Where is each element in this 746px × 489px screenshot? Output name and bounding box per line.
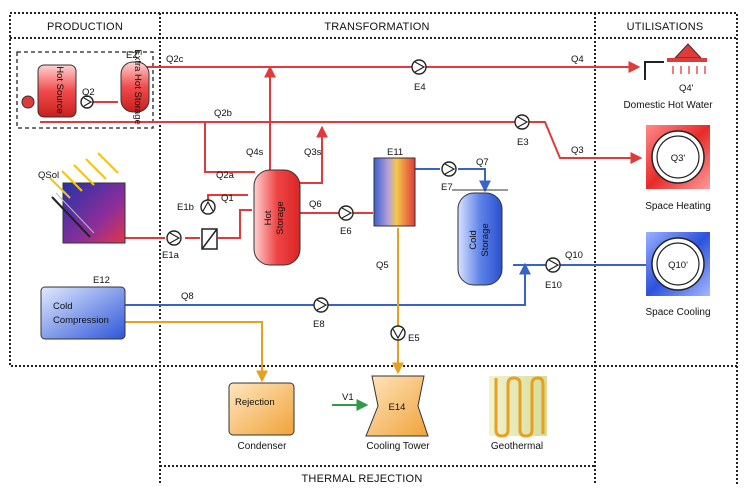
flow-label-q2: Q2 (82, 87, 95, 98)
flow-label-q3s: Q3s (304, 147, 322, 158)
e2-label: E2 (126, 50, 138, 61)
domestic-hot-water-caption: Domestic Hot Water (623, 100, 713, 111)
hot-storage-label-1: Hot (263, 210, 274, 225)
flow-label-q5: Q5 (376, 260, 389, 271)
heat-exchanger-e11 (373, 157, 416, 227)
production-subsystem-box (16, 51, 154, 129)
flow-label-q4: Q4 (571, 54, 584, 65)
section-title-transformation: TRANSFORMATION (324, 21, 429, 33)
cold-storage: Cold Storage (452, 189, 508, 286)
flow-label-q3: Q3 (571, 145, 584, 156)
cold-compression-label-1: Cold (53, 301, 73, 312)
section-title-utilisations: UTILISATIONS (627, 21, 704, 33)
cold-storage-label-2: Storage (480, 223, 491, 256)
pump-label-e5: E5 (408, 333, 420, 344)
rejection-label: Rejection (235, 397, 275, 408)
pump-e1a (166, 230, 182, 246)
hot-storage: Hot Storage (253, 169, 301, 266)
flow-label-q2a: Q2a (216, 170, 235, 181)
valve-e1 (201, 228, 218, 250)
flow-label-q8: Q8 (181, 291, 194, 302)
solar-collector (49, 152, 126, 244)
pump-e1b (200, 199, 216, 215)
flow-label-v1: V1 (342, 392, 354, 403)
section-title-thermal-rejection: THERMAL REJECTION (302, 473, 423, 485)
hot-source: Hot Source (21, 64, 77, 118)
flow-label-q2c: Q2c (166, 54, 184, 65)
cold-storage-label-1: Cold (468, 230, 479, 250)
section-title-production: PRODUCTION (47, 21, 123, 33)
pump-e8 (313, 297, 329, 313)
pump-label-e7: E7 (441, 182, 453, 193)
extra-hot-storage-label: Extra Hot Storage (132, 49, 143, 125)
geothermal-caption: Geothermal (491, 441, 543, 452)
flow-label-q2b: Q2b (214, 108, 232, 119)
space-heating-tile: Q3' (646, 125, 710, 189)
pump-label-e4: E4 (414, 82, 426, 93)
pump-label-e10: E10 (545, 280, 562, 291)
flow-label-q10: Q10 (565, 250, 583, 261)
pump-label-e3: E3 (517, 137, 529, 148)
pump-label-e8: E8 (313, 319, 325, 330)
rejection-pipes (125, 228, 404, 383)
cold-compression-label-2: Compression (53, 315, 109, 326)
flow-label-q6: Q6 (309, 199, 322, 210)
space-cooling-caption: Space Cooling (645, 307, 710, 318)
pump-e10 (545, 257, 561, 273)
condenser-caption: Condenser (238, 441, 288, 452)
domestic-hot-water-icon (644, 43, 707, 80)
pump-e3 (514, 114, 530, 130)
q4-prime-label: Q4' (679, 83, 694, 94)
cooling-tower: E14 (365, 375, 429, 437)
q3-prime-label: Q3' (671, 153, 686, 164)
extra-hot-storage: Extra Hot Storage (120, 49, 150, 125)
hot-source-label: Hot Source (54, 66, 65, 114)
pump-label-e6: E6 (340, 226, 352, 237)
hot-pipes (40, 61, 643, 239)
cooling-tower-caption: Cooling Tower (366, 441, 430, 452)
pump-q2 (80, 95, 94, 109)
qsol-label: QSol (38, 170, 59, 181)
e11-label: E11 (387, 147, 403, 158)
flow-label-q7: Q7 (476, 157, 489, 168)
q10-prime-label: Q10' (668, 260, 688, 271)
space-heating-caption: Space Heating (645, 201, 711, 212)
flow-label-q1: Q1 (221, 193, 234, 204)
section-frames (9, 12, 738, 485)
pump-label-e1a: E1a (162, 250, 180, 261)
pump-e6 (338, 205, 354, 221)
flow-label-q4s: Q4s (246, 147, 264, 158)
geothermal (489, 376, 547, 438)
e14-label: E14 (389, 402, 406, 413)
space-cooling-tile: Q10' (646, 232, 710, 296)
condenser: Rejection (228, 382, 295, 436)
cold-compression: Cold Compression (40, 286, 126, 340)
e12-label: E12 (93, 275, 110, 286)
pump-e4 (411, 59, 427, 75)
pump-e5 (390, 325, 406, 341)
pump-e7 (441, 161, 457, 177)
pump-label-e1b: E1b (177, 202, 194, 213)
hot-storage-label-2: Storage (275, 201, 286, 234)
